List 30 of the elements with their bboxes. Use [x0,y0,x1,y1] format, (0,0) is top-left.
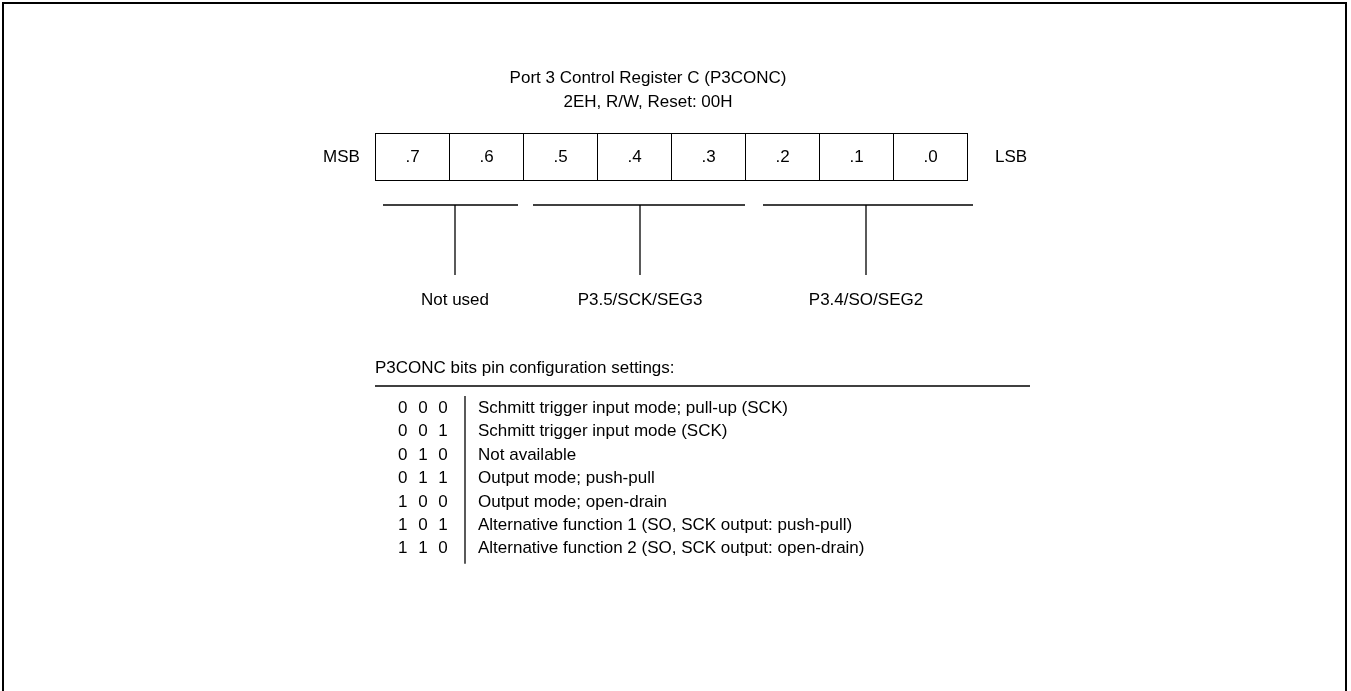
setting-description: Schmitt trigger input mode (SCK) [478,421,728,442]
bit-field-name: Not used [421,290,489,310]
bit-code: 0 0 0 [398,398,448,418]
bit-cell: .1 [819,133,894,181]
bit-code: 1 1 0 [398,538,448,559]
bit-code: 0 1 0 [398,444,448,465]
bit-field-name: P3.4/SO/SEG2 [808,290,924,310]
bit-cell: .5 [523,133,598,181]
setting-description: Schmitt trigger input mode; pull-up (SCK) [478,398,788,418]
bit-cell: .2 [745,133,820,181]
bit-code: 1 0 1 [398,515,448,535]
register-info: 2EH, R/W, Reset: 00H [563,92,733,112]
setting-description: Not available [478,444,577,465]
bit-cell: .6 [449,133,524,181]
diagram-title: Port 3 Control Register C (P3CONC) [509,68,787,88]
bit-cell: .0 [893,133,968,181]
bit-code: 1 0 0 [398,491,448,512]
bit-field-name: P3.5/SCK/SEG3 [577,290,703,310]
msb-label: MSB [323,147,360,167]
lsb-label: LSB [995,147,1028,167]
bit-code: 0 1 1 [398,468,448,489]
setting-description: Alternative function 1 (SO, SCK output: push-pull) [478,515,853,535]
bit-cell: .3 [671,133,746,181]
table-heading: P3CONC bits pin configuration settings: [375,358,675,378]
setting-description: Output mode; push-pull [478,468,655,489]
setting-description: Output mode; open-drain [478,491,667,512]
bit-code: 0 0 1 [398,421,448,442]
setting-description: Alternative function 2 (SO, SCK output: open-drain) [478,538,865,559]
bit-cell: .7 [375,133,450,181]
bit-cell: .4 [597,133,672,181]
